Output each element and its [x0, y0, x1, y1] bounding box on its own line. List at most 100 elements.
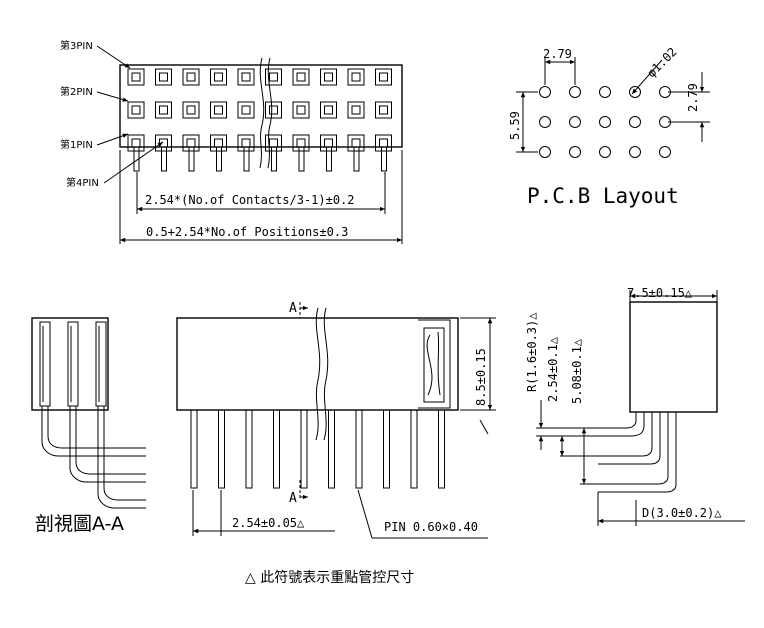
pcb-hole-grid [539, 86, 671, 158]
top-view: 第3PIN 第2PIN 第1PIN 第4PIN 2.54*(No.of Cont… [60, 39, 403, 244]
pcb-height: 5.59 [508, 111, 522, 140]
socket-inner [296, 138, 306, 148]
socket-outer [320, 134, 337, 152]
socket-outer [127, 134, 145, 152]
pcb-hole [569, 116, 581, 128]
pcb-hole [629, 86, 641, 98]
socket-outer [155, 68, 172, 86]
socket-inner [186, 105, 196, 115]
socket-outer [320, 68, 337, 86]
top-pin [298, 146, 305, 172]
socket-outer [182, 101, 200, 119]
footnote: △ 此符號表示重點管控尺寸 [245, 570, 414, 586]
front-pin [438, 409, 445, 489]
pcb-title: P.C.B Layout [527, 184, 679, 208]
front-view: A A 8.5±0.15 2.54±0.05△ PIN 0.60×0.40 [176, 301, 496, 539]
socket-inner [296, 105, 306, 115]
socket-outer [210, 68, 227, 86]
section-marker-bottom: A [289, 491, 297, 506]
dim-d: D(3.0±0.2)△ [642, 506, 722, 520]
section-pin-tail [103, 406, 146, 501]
section-pin-tail [69, 406, 146, 483]
socket-outer [210, 101, 227, 119]
socket-outer [320, 101, 337, 119]
socket-inner [351, 72, 361, 82]
socket-outer [375, 101, 392, 119]
socket-outer [292, 101, 310, 119]
socket-outer [237, 134, 255, 152]
socket-grid [127, 68, 392, 152]
socket-inner [159, 105, 168, 115]
top-pin [271, 146, 277, 172]
pcb-layout: 2.79 φ1.02 2.79 5.59 P.C.B Layout [508, 45, 710, 208]
top-pin [243, 146, 250, 172]
pcb-hole-dia: φ1.02 [644, 45, 679, 80]
pcb-hole [629, 116, 641, 128]
socket-inner [214, 72, 223, 82]
pcb-pitch-y: 2.79 [686, 83, 700, 112]
pcb-hole [569, 86, 581, 98]
section-pins [39, 321, 146, 509]
front-pin [218, 409, 225, 489]
front-pin [300, 409, 308, 489]
socket-inner [379, 138, 388, 148]
socket-outer [127, 101, 145, 119]
socket-inner [324, 72, 333, 82]
front-pin [273, 409, 280, 489]
section-pin-tail [47, 406, 146, 449]
socket-outer [210, 134, 227, 152]
section-contact [95, 321, 107, 407]
section-marker-top: A [289, 301, 297, 316]
pin4-label: 第4PIN [66, 176, 99, 189]
section-contact [39, 321, 51, 407]
section-contact [67, 321, 79, 407]
pcb-hole [599, 116, 611, 128]
socket-inner [241, 72, 251, 82]
socket-outer [265, 68, 282, 86]
socket-inner [351, 138, 361, 148]
pcb-hole [539, 86, 551, 98]
pcb-hole [659, 146, 671, 158]
socket-inner [269, 105, 278, 115]
socket-inner [131, 105, 141, 115]
socket-inner [241, 105, 251, 115]
side-view: 7.5±0.15△ R(1.6±0.3)△ 2.54±0.1△ 5.08±0.1… [525, 286, 745, 526]
socket-outer [155, 101, 172, 119]
dim-2-54: 2.54±0.1△ [546, 336, 560, 402]
socket-inner [241, 138, 251, 148]
pcb-pitch-x: 2.79 [543, 47, 572, 61]
section-pin-tail [97, 406, 146, 509]
socket-outer [265, 134, 282, 152]
socket-outer [182, 134, 200, 152]
socket-inner [379, 72, 388, 82]
socket-outer [292, 68, 310, 86]
socket-outer [347, 68, 365, 86]
socket-inner [296, 72, 306, 82]
socket-inner [214, 105, 223, 115]
socket-inner [131, 72, 141, 82]
pcb-hole [539, 116, 551, 128]
pcb-hole [599, 86, 611, 98]
pin-spec: PIN 0.60×0.40 [384, 520, 478, 534]
section-view: 剖視圖A-A [31, 317, 146, 535]
front-pin [410, 409, 418, 489]
socket-outer [182, 68, 200, 86]
socket-outer [237, 101, 255, 119]
top-pin [381, 146, 387, 172]
socket-outer [375, 68, 392, 86]
pcb-hole [539, 146, 551, 158]
side-pins [598, 412, 677, 493]
front-pin [355, 409, 363, 489]
socket-inner [214, 138, 223, 148]
socket-inner [186, 72, 196, 82]
front-pin [383, 409, 390, 489]
socket-inner [186, 138, 196, 148]
dim-pitch: 2.54±0.05△ [232, 516, 305, 530]
socket-outer [127, 68, 145, 86]
dim-5-08: 5.08±0.1△ [570, 338, 584, 404]
socket-outer [265, 101, 282, 119]
top-view-pins [133, 146, 387, 172]
socket-outer [347, 134, 365, 152]
socket-inner [159, 72, 168, 82]
